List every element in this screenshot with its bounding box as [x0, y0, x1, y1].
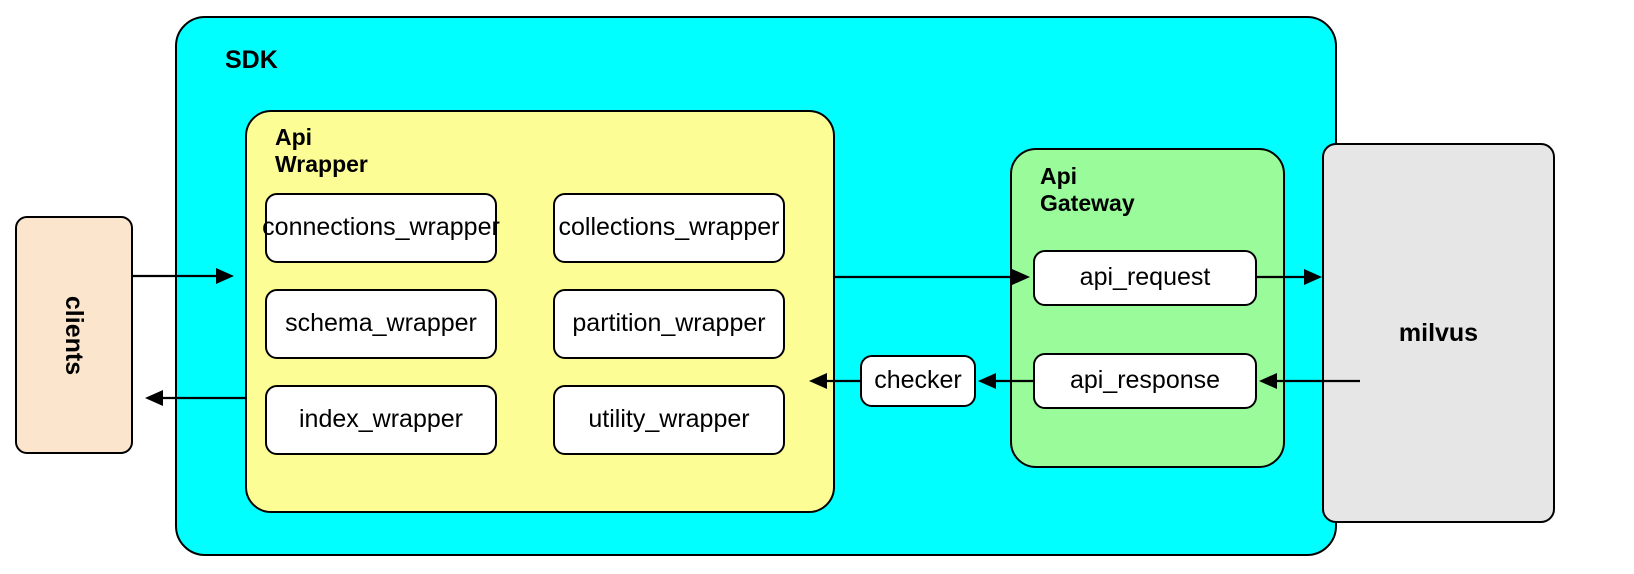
- node-label: api_response: [1069, 366, 1221, 395]
- node-label: connections_wrapper: [262, 213, 500, 242]
- node-utility-wrapper[interactable]: utility_wrapper: [553, 385, 785, 455]
- checker-label: checker: [874, 366, 962, 395]
- node-label: collections_wrapper: [558, 213, 780, 242]
- node-api-response[interactable]: api_response: [1033, 353, 1257, 409]
- node-connections-wrapper[interactable]: connections_wrapper: [262, 193, 500, 263]
- node-index-wrapper[interactable]: index_wrapper: [265, 385, 497, 455]
- node-schema-wrapper[interactable]: schema_wrapper: [265, 289, 497, 359]
- milvus-label: milvus: [1398, 318, 1479, 347]
- node-label: index_wrapper: [299, 405, 463, 434]
- clients-box[interactable]: clients: [15, 216, 133, 454]
- checker-box[interactable]: checker: [860, 355, 976, 407]
- milvus-box[interactable]: milvus: [1322, 143, 1555, 523]
- api-gateway-container[interactable]: Api Gateway: [1010, 148, 1285, 468]
- node-label: api_request: [1079, 263, 1211, 292]
- node-label: utility_wrapper: [588, 405, 750, 434]
- node-label: schema_wrapper: [285, 309, 477, 338]
- node-api-request[interactable]: api_request: [1033, 250, 1257, 306]
- node-label: partition_wrapper: [572, 309, 766, 338]
- api-wrapper-label: Api Wrapper: [275, 124, 368, 177]
- api-gateway-label: Api Gateway: [1040, 163, 1135, 216]
- sdk-label: SDK: [225, 46, 278, 74]
- node-collections-wrapper[interactable]: collections_wrapper: [553, 193, 785, 263]
- node-partition-wrapper[interactable]: partition_wrapper: [553, 289, 785, 359]
- clients-label: clients: [60, 295, 89, 375]
